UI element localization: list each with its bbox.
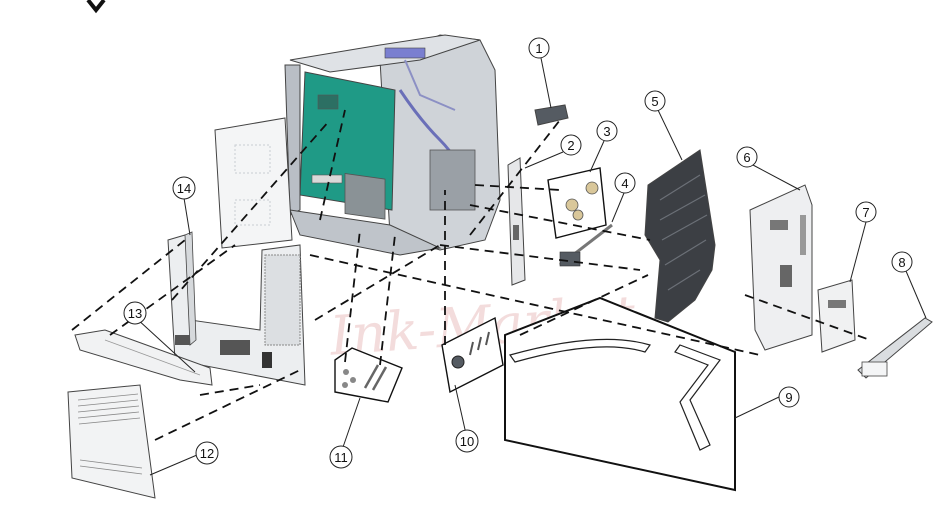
callout-label: 11 xyxy=(334,450,348,465)
callout-3: 3 xyxy=(596,120,618,142)
callout-13: 13 xyxy=(123,301,147,325)
board-chip xyxy=(344,173,386,220)
part-9-belt-kit xyxy=(504,296,736,492)
callout-label: 13 xyxy=(128,306,142,321)
part-6-side-door xyxy=(749,184,813,351)
callout-1: 1 xyxy=(528,37,550,59)
frame-drive-unit xyxy=(429,149,476,211)
board-chip-small xyxy=(317,94,339,110)
part-5-paper-guide xyxy=(644,149,716,323)
callout-11: 11 xyxy=(329,445,353,469)
part-10-fastener-kit xyxy=(441,316,504,394)
assembly-dashed-lines xyxy=(71,109,871,441)
frame-roller-blue xyxy=(384,47,426,59)
callout-9: 9 xyxy=(778,386,800,408)
rear-shield-panel xyxy=(214,117,293,249)
callout-label: 6 xyxy=(743,150,750,165)
callout-6: 6 xyxy=(736,146,758,168)
callout-7: 7 xyxy=(855,201,877,223)
frame-right-side xyxy=(379,34,501,251)
callout-label: 2 xyxy=(567,138,574,153)
callout-label: 4 xyxy=(621,176,628,191)
part-13-front-bezel-strip xyxy=(74,329,213,386)
callout-label: 9 xyxy=(785,390,792,405)
part-11-pin-kit xyxy=(334,347,403,403)
callout-4: 4 xyxy=(614,172,636,194)
callout-label: 8 xyxy=(898,255,905,270)
callout-2: 2 xyxy=(560,134,582,156)
callout-label: 1 xyxy=(535,41,542,56)
callout-label: 5 xyxy=(651,94,658,109)
part-12-front-cover xyxy=(67,384,156,499)
frame-base xyxy=(289,209,442,256)
printer-frame-assembly xyxy=(284,34,501,256)
heading-fragment xyxy=(86,0,106,14)
callout-8: 8 xyxy=(891,251,913,273)
board-connector xyxy=(311,174,343,184)
callout-14: 14 xyxy=(172,176,196,200)
part-8-rail xyxy=(857,317,933,379)
leader-lines xyxy=(135,57,927,476)
callout-label: 14 xyxy=(177,181,191,196)
part-3-gear-kit xyxy=(547,167,607,239)
callout-label: 12 xyxy=(200,446,214,461)
part-7-access-door xyxy=(817,279,856,353)
part-1-bracket xyxy=(534,104,569,126)
callout-label: 7 xyxy=(862,205,869,220)
callout-12: 12 xyxy=(195,441,219,465)
callout-5: 5 xyxy=(644,90,666,112)
callout-label: 3 xyxy=(603,124,610,139)
part-2-side-plate xyxy=(507,157,526,286)
part-14-front-frame xyxy=(167,231,306,386)
callout-label: 10 xyxy=(460,434,474,449)
callout-10: 10 xyxy=(455,429,479,453)
frame-cables-2 xyxy=(404,59,456,111)
